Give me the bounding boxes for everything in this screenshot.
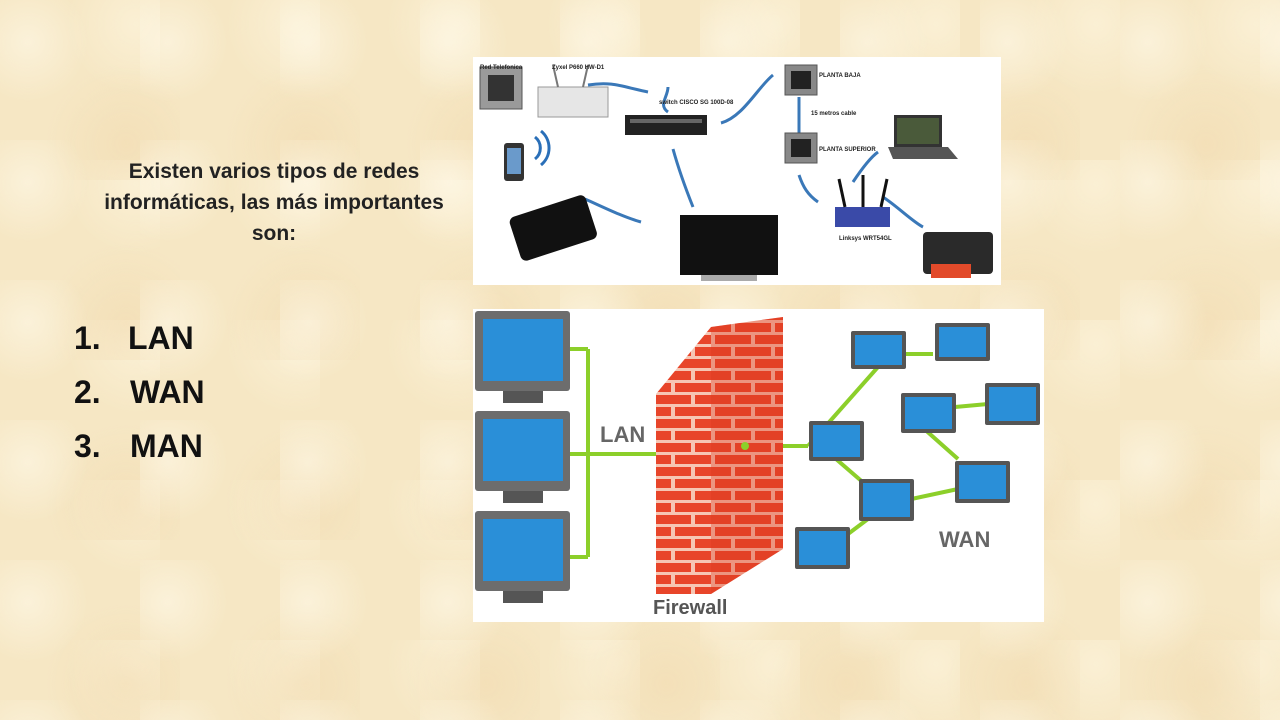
lan-links [570,347,658,559]
list-number: 2. [74,374,101,410]
list-label: MAN [130,428,203,464]
firewall-wall [656,317,783,594]
network-types-list: 1. LAN 2. WAN 3. MAN [74,318,205,480]
wan-computers [795,323,1040,569]
lan-computers [475,311,570,603]
intro-text: Existen varios tipos de redes informátic… [104,160,444,245]
list-item-man: 3. MAN [74,426,205,480]
cable-label: 15 metros cable [811,111,857,117]
list-item-lan: 1. LAN [74,318,205,372]
wifi-icon [533,129,551,167]
list-label: LAN [128,320,194,356]
list-number: 1. [74,320,101,356]
modem-icon [537,86,609,118]
tv-icon [680,215,778,275]
list-item-wan: 2. WAN [74,372,205,426]
switch-icon [625,115,707,135]
firewall-label: Firewall [653,597,727,619]
home-network-image: Red Telefonica Zyxel P660 HW-D1 switch C… [473,57,1001,285]
home-network-diagram: Red Telefonica Zyxel P660 HW-D1 switch C… [479,64,993,281]
ground-floor-label: PLANTA BAJA [819,73,861,79]
router-label: Linksys WRT54GL [839,236,892,242]
printer-icon [923,232,993,274]
game-console-icon [509,195,597,261]
firewall-image: LAN Firewall WAN [473,309,1044,622]
list-label: WAN [130,374,205,410]
lan-label: LAN [600,422,645,447]
modem-label: Zyxel P660 HW-D1 [552,65,605,71]
phone-line-label: Red Telefonica [480,65,523,71]
upper-floor-label: PLANTA SUPERIOR [819,147,876,153]
lan-wan-firewall-diagram: LAN Firewall WAN [475,311,1040,619]
wan-label: WAN [939,527,990,552]
switch-label: switch CISCO SG 100D-08 [659,100,734,106]
list-number: 3. [74,428,101,464]
router-icon [835,207,890,227]
